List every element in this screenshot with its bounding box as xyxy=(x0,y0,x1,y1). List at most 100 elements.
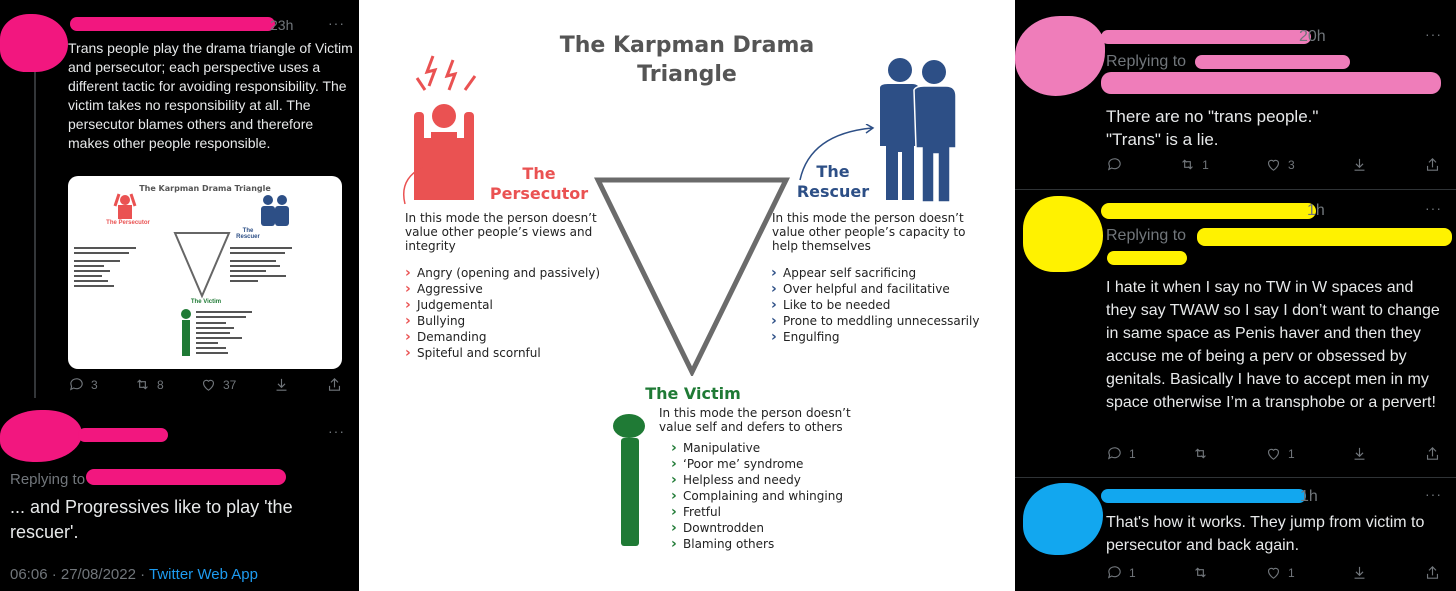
trait-item: ›Like to be needed xyxy=(771,297,979,313)
thumb-victim-label: The Victim xyxy=(190,299,222,305)
tweet-timestamp: 06:06 · 27/08/2022 · Twitter Web App xyxy=(10,566,258,583)
download-icon xyxy=(1354,566,1365,579)
chevron-right-icon: › xyxy=(771,313,777,329)
more-options-icon[interactable]: ··· xyxy=(1425,200,1442,216)
handle-redaction-2 xyxy=(1101,72,1441,94)
trait-text: Appear self sacrificing xyxy=(783,266,917,280)
more-options-icon[interactable]: ··· xyxy=(328,423,345,439)
heart-icon xyxy=(1267,567,1280,579)
replying-to-label: Replying to xyxy=(1106,53,1187,70)
like-button[interactable]: 3 xyxy=(1265,156,1295,173)
more-options-icon[interactable]: ··· xyxy=(1425,26,1442,42)
rescuer-figures xyxy=(880,58,957,203)
download-button[interactable] xyxy=(273,376,290,393)
trait-item: ›Over helpful and facilitative xyxy=(771,281,979,297)
avatar-redaction xyxy=(1015,16,1105,96)
chevron-right-icon: › xyxy=(671,520,677,536)
reply-icon xyxy=(69,378,83,391)
retweet-icon xyxy=(1194,448,1206,459)
share-icon xyxy=(328,378,341,391)
trait-item: ›Appear self sacrificing xyxy=(771,265,979,281)
share-button[interactable] xyxy=(1424,564,1441,581)
tweet-time: 1h xyxy=(1300,488,1318,505)
share-button[interactable] xyxy=(1424,156,1441,173)
share-button[interactable] xyxy=(1424,445,1441,462)
download-button[interactable] xyxy=(1351,445,1368,462)
source-link[interactable]: Twitter Web App xyxy=(149,566,258,583)
tweet-text-line2: "Trans" is a lie. xyxy=(1106,130,1219,149)
chevron-right-icon: › xyxy=(405,345,411,361)
thumb-persecutor-label: The Persecutor xyxy=(106,220,150,226)
trait-item: › Downtrodden xyxy=(671,520,843,536)
reply-button[interactable] xyxy=(1106,156,1123,173)
persecutor-description: In this mode the person doesn’t value ot… xyxy=(405,211,597,253)
diagram-title-line2: Triangle xyxy=(637,62,737,87)
handle-redaction xyxy=(86,469,286,485)
trait-text: Angry (opening and passively) xyxy=(417,266,601,280)
name-redaction xyxy=(78,428,168,442)
trait-item: ›Aggressive xyxy=(405,281,600,297)
persecutor-traits: ›Angry (opening and passively)›Aggressiv… xyxy=(405,265,600,361)
reply-button[interactable]: 3 xyxy=(68,376,98,393)
trait-text: Bullying xyxy=(417,314,466,328)
rescuer-description: In this mode the person doesn’t value ot… xyxy=(772,211,966,253)
retweet-button[interactable]: 1 xyxy=(1179,156,1209,173)
trait-text: Judgemental xyxy=(417,298,493,312)
chevron-right-icon: › xyxy=(771,281,777,297)
thumb-triangle xyxy=(173,232,231,299)
thumb-persecutor-figure xyxy=(113,193,137,219)
avatar-redaction xyxy=(0,14,68,72)
more-options-icon[interactable]: ··· xyxy=(328,15,345,31)
trait-text: Downtrodden xyxy=(683,521,764,535)
heart-icon xyxy=(1267,448,1280,460)
chevron-right-icon: › xyxy=(405,329,411,345)
tweet-text: That's how it works. They jump from vict… xyxy=(1106,514,1425,554)
thumb-rescuer-label: The Rescuer xyxy=(236,228,260,240)
trait-item: ›Manipulative xyxy=(671,440,843,456)
retweet-icon xyxy=(1182,159,1194,170)
tweet-actions: 1 3 xyxy=(1106,156,1441,173)
tweet-actions: 3 8 37 xyxy=(68,376,343,393)
like-button[interactable]: 37 xyxy=(200,376,236,393)
trait-item: ›Demanding xyxy=(405,329,600,345)
chevron-right-icon: › xyxy=(671,536,677,552)
trait-text: Aggressive xyxy=(417,282,483,296)
rescuer-arrow xyxy=(799,124,875,181)
heart-icon xyxy=(202,379,215,391)
download-icon xyxy=(276,378,287,391)
tweet-divider xyxy=(1015,189,1456,190)
trait-item: › Prone to meddling unnecessarily xyxy=(771,313,979,329)
thread-line xyxy=(34,68,36,398)
retweet-button[interactable]: 8 xyxy=(134,376,164,393)
trait-item: ›Judgemental xyxy=(405,297,600,313)
chevron-right-icon: › xyxy=(405,313,411,329)
download-button[interactable] xyxy=(1351,564,1368,581)
thumb-victim-figure xyxy=(181,309,191,356)
chevron-right-icon: › xyxy=(671,504,677,520)
download-button[interactable] xyxy=(1351,156,1368,173)
reply-button[interactable]: 1 xyxy=(1106,564,1136,581)
share-icon xyxy=(1426,447,1439,460)
karpman-diagram: The Karpman Drama Triangle The Persecuto… xyxy=(359,0,1015,591)
share-button[interactable] xyxy=(326,376,343,393)
like-button[interactable]: 1 xyxy=(1265,564,1295,581)
tweet-image-thumbnail[interactable]: The Karpman Drama Triangle The Persecuto… xyxy=(68,176,342,369)
chevron-right-icon: › xyxy=(771,329,777,345)
heart-icon xyxy=(1267,159,1280,171)
left-tweet-thread: 23h ··· Trans people play the drama tria… xyxy=(0,0,359,591)
tweet-text-line1: There are no "trans people." xyxy=(1106,107,1319,126)
thumb-persecutor-text xyxy=(74,244,144,300)
retweet-icon xyxy=(1194,567,1206,578)
more-options-icon[interactable]: ··· xyxy=(1425,486,1442,502)
replying-to-label: Replying to xyxy=(1106,227,1187,244)
reply-button[interactable]: 1 xyxy=(1106,445,1136,462)
trait-text: Blaming others xyxy=(683,537,775,551)
trait-text: Prone to meddling unnecessarily xyxy=(783,314,980,328)
like-button[interactable]: 1 xyxy=(1265,445,1295,462)
retweet-button[interactable] xyxy=(1192,445,1209,462)
avatar-redaction xyxy=(0,410,82,462)
drama-triangle xyxy=(594,177,791,376)
trait-text: ‘Poor me’ syndrome xyxy=(683,457,804,471)
retweet-button[interactable] xyxy=(1192,564,1209,581)
share-icon xyxy=(1426,158,1439,171)
